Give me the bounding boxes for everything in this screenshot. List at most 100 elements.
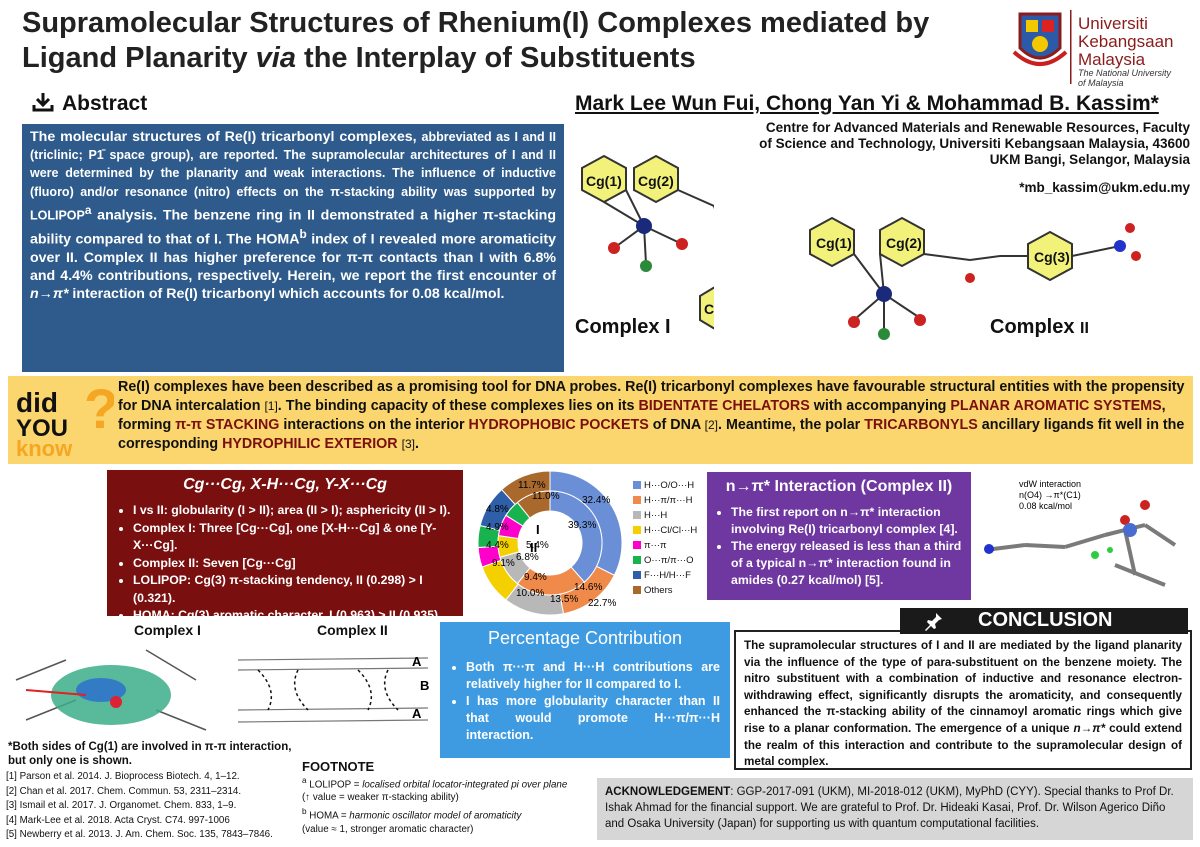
inner-ring-label: 39.3% [568, 520, 596, 531]
legend-swatch [633, 511, 641, 520]
legend-label: O···π/π···O [644, 555, 694, 566]
legend-item: H···π/π···H [633, 493, 703, 508]
svg-text:?: ? [84, 384, 114, 440]
n-pi-star-title: n→π* Interaction (Complex II) [725, 478, 953, 495]
affiliation-line: UKM Bangi, Selangor, Malaysia [989, 152, 1190, 167]
outer-ring-label: 32.4% [582, 495, 610, 506]
cg-box-item: Complex I: Three [Cg···Cg], one [X-H···C… [133, 520, 453, 555]
logo-text-2: Kebangsaan [1078, 32, 1173, 51]
donut-slice-II-8 [516, 490, 551, 519]
title-line-2: Ligand Planarity via the Interplay of Su… [22, 41, 982, 76]
vdw-label-2: n(O4) →π*(C1) [1019, 490, 1081, 500]
footnote-text: LOLIPOP = [306, 778, 363, 790]
abstract-text: interaction of Re(I) tricarbonyl which a… [68, 286, 505, 303]
legend-label: H···H [644, 510, 668, 521]
svg-text:A: A [412, 706, 422, 721]
vdw-interaction-structure: vdW interaction n(O4) →π*(C1) 0.08 kcal/… [984, 479, 1177, 587]
conclusion-text: The supramolecular structures of I and I… [744, 639, 1182, 735]
legend-swatch [633, 556, 641, 565]
legend-swatch [633, 586, 641, 595]
footnote-italic: harmonic oscillator model of aromaticity [349, 810, 522, 822]
inner-ring-label: 22.7% [588, 598, 616, 609]
logo-text-3: Malaysia [1078, 50, 1146, 69]
legend-item: π···π [633, 538, 703, 553]
outer-ring-label: 13.5% [550, 594, 578, 605]
inner-ring-label: 9.4% [524, 572, 547, 583]
abstract-text: analysis. The benzene ring in II demonst… [30, 207, 556, 248]
complex-1-structure: Cg(1) Cg(2) Cg(3) [581, 154, 714, 330]
conclusion-italic: n→π* [1073, 721, 1106, 735]
footnote-a: a LOLIPOP = localised orbital locator-in… [302, 774, 592, 792]
pin-icon [925, 613, 942, 631]
abstract-sup: b [299, 226, 307, 241]
question-mark-icon: ? did YOU know [16, 377, 118, 461]
footnote-italic: localised orbital locator-integrated pi … [362, 778, 568, 790]
cg-interactions-box: Cg···Cg, X-H···Cg, Y-X···Cg I vs II: glo… [107, 470, 463, 622]
percentage-contribution-title: Percentage Contribution [487, 628, 683, 648]
ring-label: I [536, 522, 540, 537]
email[interactable]: *mb_kassim@ukm.edu.my [1019, 180, 1190, 195]
cg-box-item: I vs II: globularity (I > II); area (II … [133, 502, 453, 520]
abstract-box: The molecular structures of Re(I) tricar… [22, 124, 564, 372]
svg-text:A: A [412, 654, 422, 669]
legend-swatch [633, 526, 641, 535]
hs-complex-2-label: Complex II [317, 622, 388, 638]
dyk-text: . The binding capacity of these complexe… [277, 398, 639, 414]
cg-box-item: LOLIPOP: Cg(3) π-stacking tendency, II (… [133, 572, 453, 607]
logo-text-1: Universiti [1078, 14, 1148, 33]
legend-label: Others [644, 585, 673, 596]
legend-item: Others [633, 583, 703, 598]
percentage-contribution-item: Both π···π and H···H contributions are r… [466, 659, 720, 693]
legend-item: H···Cl/Cl···H [633, 523, 703, 538]
cg1-label: Cg(1) [816, 235, 852, 251]
authors-text: Mark Lee Wun Fui, Chong Yan Yi & Mohamma… [575, 92, 1159, 115]
dyk-text: with accompanying [809, 398, 951, 414]
legend-item: H···O/O···H [633, 478, 703, 493]
legend-item: H···H [633, 508, 703, 523]
complex-2-label: Complex II [990, 316, 1089, 339]
legend-swatch [633, 496, 641, 505]
did-you-know-text: Re(I) complexes have been described as a… [118, 378, 1188, 454]
svg-text:B: B [420, 678, 429, 693]
footnote-text: (↑ value = weaker π-stacking ability) [302, 792, 459, 804]
inner-ring-label: 11.0% [532, 491, 560, 502]
cg3-label: Cg(3) [704, 301, 714, 317]
percentage-contribution-item: I has more globularity character than II… [466, 693, 720, 744]
cg-box-title: Cg···Cg, X-H···Cg, Y-X···Cg [183, 476, 387, 493]
dyk-text: , forming [118, 398, 1166, 433]
conclusion-text: could extend the realm of this interacti… [744, 721, 1182, 769]
packing-diagram-complex-2: A B A [237, 654, 429, 723]
download-icon [32, 93, 54, 112]
logo-you: YOU [16, 415, 68, 442]
poster-title: Supramolecular Structures of Rhenium(I) … [22, 6, 982, 76]
n-pi-star-item: The first report on n→π* interaction inv… [731, 504, 963, 538]
legend-label: π···π [644, 540, 667, 551]
hs-footnote: *Both sides of Cg(1) are involved in π-π… [8, 741, 292, 767]
conclusion-box: The supramolecular structures of I and I… [734, 630, 1192, 770]
outer-ring-label: 14.6% [574, 582, 602, 593]
legend-label: H···O/O···H [644, 480, 695, 491]
legend-label: H···π/π···H [644, 495, 693, 506]
dyk-ref: [1] [264, 399, 278, 413]
inner-ring-label: 5.4% [526, 540, 549, 551]
outer-ring-label: 9.1% [492, 558, 515, 569]
legend-label: H···Cl/Cl···H [644, 525, 698, 536]
did-you-know-logo: ? did YOU know [14, 377, 118, 462]
legend-swatch [633, 541, 641, 550]
title-part: Ligand Planarity [22, 42, 256, 74]
inner-ring-label: 10.0% [516, 588, 544, 599]
abstract-italic: n→π* [30, 286, 69, 303]
footnote-text: HOMA = [306, 810, 350, 822]
abstract-sup: a [84, 202, 92, 217]
complex-1-label: Complex I [575, 316, 671, 338]
dyk-text: . [414, 436, 419, 452]
affiliation: Centre for Advanced Materials and Renewa… [720, 120, 1190, 168]
inner-ring-label: 6.8% [516, 552, 539, 563]
legend-swatch [633, 571, 641, 580]
footnote-sup: a [302, 775, 307, 785]
outer-ring-label: 4.9% [486, 522, 509, 533]
footnote-text: (value ≈ 1, stronger aromatic character) [302, 823, 474, 835]
dyk-highlight: BIDENTATE CHELATORS [638, 398, 810, 414]
title-part: the Interplay of Substituents [296, 42, 696, 74]
abstract-heading-text: Abstract [62, 92, 148, 115]
